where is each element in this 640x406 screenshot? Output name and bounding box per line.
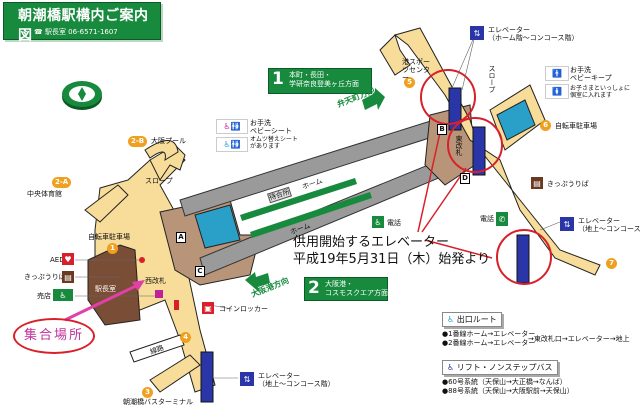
ticket-machine-icon: ▤: [531, 177, 543, 189]
route-number: 2: [308, 278, 320, 298]
exit-route-heading: ♿ 出口ルート: [442, 312, 502, 327]
exit-1-label: 自転車駐車場: [88, 233, 130, 241]
bus-heading: ♿ リフト・ノンステップバス: [442, 360, 558, 375]
gathering-place-label: 集合場所: [13, 318, 95, 354]
toilet-left-label-1: お手洗 ベビーシート: [250, 119, 292, 136]
elevator-bottom-label: エレベーター （地上〜コンコース階）: [258, 372, 335, 389]
route-1-sign: 1 本町・長田・ 学研奈良登美ヶ丘方面: [268, 68, 372, 94]
stair-a-label: A: [176, 232, 186, 243]
highlight-circle: [447, 117, 503, 173]
announcement-line1: 供用開始するエレベーター: [293, 235, 450, 250]
ticket-label-right: きっぷうりば: [547, 180, 589, 188]
toilet-diaper-icon: ♿🚻: [216, 137, 248, 152]
exit-2a-badge: 2-A: [52, 177, 72, 188]
station-office-phone: ☎ 駅長室 06-6571-1607: [34, 28, 118, 36]
phone-label-left: 電話: [387, 219, 401, 227]
stair-c-label: C: [195, 266, 205, 277]
ticket-label-left: きっぷうりば: [24, 273, 66, 281]
exit-7-badge: 7: [606, 258, 617, 269]
east-gate-label: 東改札: [455, 135, 464, 156]
station-office: [87, 244, 141, 326]
toilet-right-label-1: お手洗 ベビーキープ: [570, 66, 612, 83]
phone-icon: ✆: [496, 212, 508, 226]
elevator-bottom: [200, 351, 214, 403]
aed-icon: ♥: [62, 253, 74, 265]
phone-label-right: 電話: [480, 215, 494, 223]
elevator-top: [448, 87, 462, 131]
station-office-label: 駅長室: [95, 285, 116, 293]
stair-d-label: D: [460, 173, 470, 184]
coin-locker-icon: ▣: [202, 302, 214, 314]
wheelchair-icon: ♿: [447, 315, 457, 324]
elevator-mid: [472, 126, 486, 176]
exit-5-badge: 5: [404, 77, 415, 88]
shop-label: 売店: [37, 292, 51, 300]
shop-accessible-icon: ♿: [53, 289, 73, 301]
elevator-icon: ⇅: [240, 372, 254, 386]
elevator-icon: ⇅: [470, 26, 484, 40]
ticket-machine-icon: ▤: [62, 271, 74, 283]
exit-5-stair: [379, 34, 411, 76]
route-number: 1: [272, 69, 284, 89]
aed-label: AED: [50, 256, 65, 264]
compass-icon: [62, 81, 102, 110]
toilet-right-label-2: お子さまといっしょに 個室に入れます: [570, 85, 631, 99]
exit-4-badge: 4: [180, 332, 191, 343]
highlight-circle: [496, 229, 552, 285]
bus-route-item: ●60号系統（天保山→大正橋→なんば）: [442, 378, 567, 386]
exit-route-item: ●1番線ホーム→エレベーター: [442, 330, 536, 338]
exit-2a-stair: [84, 184, 129, 223]
highlight-circle: [420, 69, 476, 125]
arrow-benten-icon: [362, 88, 385, 110]
coin-locker-label: コインロッカー: [219, 305, 268, 313]
west-gate-label: 西改札: [145, 277, 166, 285]
exit-2a-label: 中央体育館: [27, 190, 62, 198]
elevator-right: [516, 234, 530, 284]
route-2-sign: 2 大阪港・ コスモスクエア方面: [304, 277, 388, 301]
exit-route-common: →東改札口→エレベーター→地上: [528, 335, 630, 343]
toilet-baby-seat-icon: ♿🚻: [216, 119, 248, 134]
slope-label-right: スロープ: [488, 65, 497, 93]
exit-route-item: ●2番線ホーム→エレベーター: [442, 339, 536, 347]
arrow-osakako-icon: [245, 272, 270, 292]
lift-bus-icon: ♿: [447, 363, 457, 372]
exit-3-stair: [149, 354, 201, 393]
toilet-family-icon: 🚺: [545, 84, 569, 99]
exit-6-label: 自転車駐車場: [555, 122, 597, 130]
phone-icon: ☎: [34, 28, 45, 36]
exit-3-label: 朝潮橋バスターミナル: [123, 398, 193, 406]
page-title: 朝潮橋駅構内ご案内図: [18, 8, 149, 44]
route-destination: 本町・長田・ 学研奈良登美ヶ丘方面: [289, 71, 359, 88]
accessible-phone-icon: ♿: [372, 216, 384, 228]
announcement-line2: 平成19年5月31日（木）始発より: [293, 252, 491, 267]
exit-2b-badge: 2-B: [128, 136, 148, 147]
stair-b-label: B: [437, 124, 447, 135]
elevator-icon: ⇅: [560, 217, 574, 231]
exit-6-badge: 6: [540, 120, 551, 131]
bus-route-item: ●88号系統（天保山→大阪駅前→天保山）: [442, 387, 574, 395]
track-bar: [129, 334, 185, 363]
toilet-left-label-2: オムツ替えシート があります: [250, 136, 298, 150]
exit-1-badge: 1: [107, 243, 118, 254]
exit-3-badge: 3: [142, 387, 153, 398]
exit-5-label: 港スポーツセンター: [402, 58, 430, 83]
elevator-top-label: エレベーター （ホーム階〜コンコース階）: [488, 26, 579, 43]
route-destination: 大阪港・ コスモスクエア方面: [325, 280, 388, 297]
slope-label-left: スロープ: [145, 177, 173, 185]
map-title-box: 朝潮橋駅構内ご案内図 ☎ 駅長室 06-6571-1607: [3, 2, 161, 44]
toilet-baby-keep-icon: 🚹: [545, 66, 569, 81]
elevator-right-label: エレベーター （地上〜コンコース階）: [578, 217, 640, 234]
exit-2b-label: 大阪プール: [151, 137, 186, 145]
